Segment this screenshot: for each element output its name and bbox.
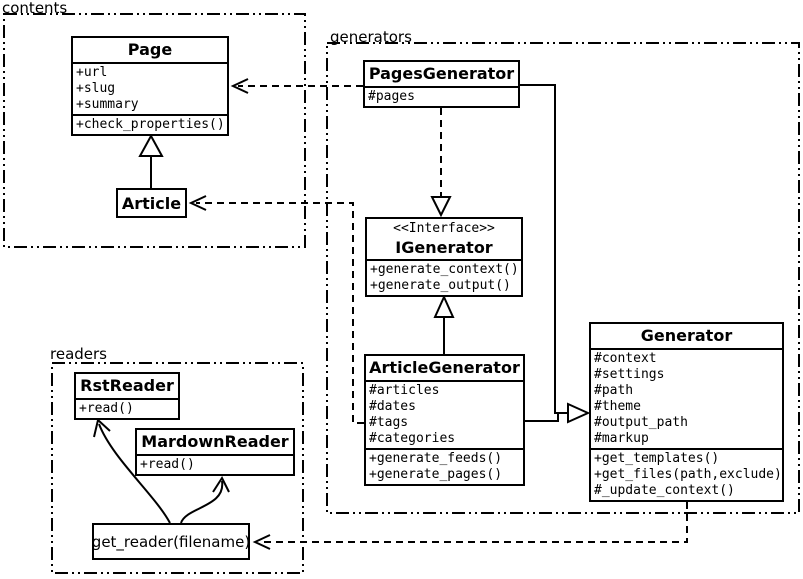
uml-member: #output_path — [594, 415, 688, 430]
class-igenerator-title: IGenerator — [395, 238, 493, 257]
class-markdownreader: MardownReader +read() — [135, 428, 295, 476]
edge-getreader-markdownreader-line — [180, 480, 224, 524]
class-article: Article — [116, 188, 187, 218]
edge-pagesgenerator-page-arrowhead — [230, 78, 249, 94]
get-reader-node: get_reader(filename) — [92, 523, 250, 560]
class-pagesgenerator-title: PagesGenerator — [368, 64, 515, 83]
edge-generator-getreader-line — [260, 502, 688, 543]
uml-member: +get_templates() — [594, 451, 720, 466]
uml-member: #dates — [369, 399, 416, 414]
edge-articlegenerator-article-line — [196, 202, 364, 424]
package-label-generators: generators — [330, 28, 412, 46]
class-articlegenerator-attributes: #articles #dates #tags #categories — [366, 380, 523, 448]
edge-pagesgenerator-igenerator-triangle — [430, 196, 452, 218]
uml-member: #pages — [368, 89, 415, 104]
uml-member: +read() — [79, 401, 134, 416]
class-rstreader-methods: +read() — [76, 398, 178, 418]
uml-member: #settings — [594, 367, 665, 382]
edge-generator-triangle — [567, 402, 591, 424]
uml-member: #context — [594, 351, 657, 366]
class-page: Page +url +slug +summary +check_properti… — [71, 36, 229, 136]
edge-getreader-rstreader-line — [98, 423, 171, 524]
class-articlegenerator-title: ArticleGenerator — [369, 358, 520, 377]
class-igenerator-methods: +generate_context() +generate_output() — [367, 259, 521, 295]
edge-getreader-rstreader-arrowhead — [93, 418, 111, 438]
class-generator-methods: +get_templates() +get_files(path,exclude… — [591, 448, 782, 500]
uml-member: +get_files(path,exclude) — [594, 467, 782, 482]
uml-member: +summary — [76, 97, 139, 112]
uml-member: +slug — [76, 81, 116, 96]
uml-member: #theme — [594, 399, 641, 414]
get-reader-label: get_reader(filename) — [91, 532, 251, 551]
uml-member: +generate_pages() — [369, 467, 503, 482]
edge-articlegenerator-igenerator-triangle — [433, 294, 455, 318]
edge-articlegenerator-article-arrowhead — [188, 195, 207, 211]
uml-member: +generate_output() — [370, 278, 511, 293]
generators-package-border — [326, 42, 800, 514]
class-generator-title: Generator — [640, 326, 733, 345]
class-articlegenerator-methods: +generate_feeds() +generate_pages() — [366, 448, 523, 484]
uml-member: #tags — [369, 415, 409, 430]
uml-member: +check_properties() — [76, 117, 225, 132]
edge-pagesgenerator-generator-line — [520, 84, 568, 414]
contents-package-border — [3, 13, 306, 248]
class-rstreader: RstReader +read() — [74, 372, 180, 420]
class-pagesgenerator: PagesGenerator #pages — [363, 60, 520, 108]
class-rstreader-title: RstReader — [80, 376, 174, 395]
class-generator: Generator #context #settings #path #them… — [589, 322, 784, 502]
package-label-contents: contents — [2, 0, 68, 17]
uml-member: #articles — [369, 383, 440, 398]
class-markdownreader-title: MardownReader — [141, 432, 289, 451]
class-page-methods: +check_properties() — [73, 114, 227, 134]
class-article-title: Article — [121, 193, 182, 213]
uml-member: +url — [76, 65, 108, 80]
class-page-title: Page — [127, 40, 173, 59]
class-articlegenerator: ArticleGenerator #articles #dates #tags … — [364, 354, 525, 486]
edge-getreader-markdownreader-arrowhead — [212, 475, 230, 493]
class-generator-attributes: #context #settings #path #theme #output_… — [591, 348, 782, 448]
readers-package-border — [51, 362, 304, 574]
class-igenerator-stereotype: <<Interface>> — [393, 221, 495, 236]
uml-member: #path — [594, 383, 634, 398]
class-pagesgenerator-attributes: #pages — [365, 86, 518, 106]
edge-article-page-triangle — [138, 133, 164, 157]
class-markdownreader-methods: +read() — [137, 454, 293, 474]
uml-member: #markup — [594, 431, 649, 446]
class-page-attributes: +url +slug +summary — [73, 62, 227, 114]
package-label-readers: readers — [50, 345, 107, 363]
uml-member: #categories — [369, 431, 456, 446]
uml-member: +generate_context() — [370, 262, 519, 277]
edge-generator-getreader-arrowhead — [252, 534, 271, 550]
uml-member: +read() — [140, 457, 195, 472]
class-igenerator: <<Interface>> IGenerator +generate_conte… — [365, 217, 523, 297]
uml-member: #_update_context() — [594, 483, 735, 498]
uml-member: +generate_feeds() — [369, 451, 503, 466]
edge-articlegenerator-generator-line — [525, 413, 559, 422]
